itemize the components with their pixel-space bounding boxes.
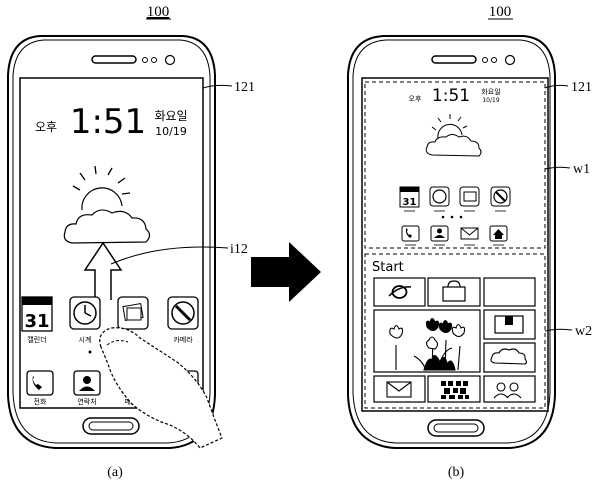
label-121-left: 121 <box>234 80 255 95</box>
contacts-icon <box>437 228 442 234</box>
app-gallery[interactable] <box>117 296 149 330</box>
mini-app-gallery[interactable] <box>459 186 480 207</box>
weekday-label: 화요일 <box>481 87 500 96</box>
screen-a <box>19 77 204 409</box>
tile-ie[interactable] <box>373 277 426 307</box>
label-i12: i12 <box>230 242 248 257</box>
tile-people[interactable] <box>483 375 536 403</box>
weather-icon <box>63 165 151 244</box>
tile-blank[interactable] <box>483 277 536 307</box>
app-label: 전화 <box>34 397 47 406</box>
contacts-icon <box>83 376 91 384</box>
label-121-right: 121 <box>571 80 592 95</box>
mini-app-clock[interactable] <box>429 186 450 207</box>
tile-store[interactable] <box>427 277 481 307</box>
ampm-label: 오후 <box>409 95 422 103</box>
front-camera-icon <box>504 54 516 66</box>
tile-mail[interactable] <box>373 375 426 403</box>
start-tiles <box>373 277 536 403</box>
app-camera[interactable]: 카메라 <box>167 296 199 344</box>
label-w1: w1 <box>573 162 590 177</box>
finger-illustration <box>99 327 223 449</box>
phone-a: 오후 1:51 화요일 10/19 31 캘린더 <box>7 35 233 449</box>
app-contacts[interactable]: 연락처 <box>73 370 101 406</box>
store-bag-icon <box>442 286 466 302</box>
start-label: Start <box>372 260 404 275</box>
app-phone[interactable]: 전화 <box>26 370 54 406</box>
clock-icon <box>432 189 447 204</box>
weekday-label: 화요일 <box>154 109 187 123</box>
mini-app-home[interactable] <box>489 225 508 242</box>
clock-time: 1:51 <box>70 102 146 142</box>
home-button[interactable] <box>427 419 485 437</box>
weather-icon <box>425 114 482 157</box>
games-icon <box>441 381 469 399</box>
app-label: 카메라 <box>173 335 193 344</box>
calendar-icon-badge: 31 <box>24 311 49 332</box>
clock-time: 1:51 <box>432 86 470 106</box>
ref-numeral-left: 100 <box>147 4 170 20</box>
gallery-icon <box>463 191 477 202</box>
phone-icon <box>405 228 412 238</box>
caption-b: (b) <box>448 465 465 480</box>
screen-b <box>361 77 549 412</box>
window-w2[interactable] <box>364 253 546 409</box>
front-camera-icon <box>164 54 176 66</box>
phone-icon <box>31 374 42 390</box>
calendar-icon-badge: 31 <box>403 197 417 208</box>
mini-app-message[interactable] <box>460 227 479 240</box>
mini-app-camera[interactable] <box>490 186 511 207</box>
swipe-up-arrow <box>83 241 123 300</box>
app-label: 연락처 <box>77 397 96 406</box>
speaker-grille <box>431 55 477 64</box>
mini-app-calendar[interactable]: 31 <box>399 186 420 208</box>
ref-numeral-right: 100 <box>489 4 512 20</box>
weather-tile-icon <box>490 348 528 365</box>
transition-arrow <box>251 242 321 302</box>
caption-a: (a) <box>107 465 123 480</box>
app-label: 시계 <box>79 335 92 344</box>
phone-b: 오후 1:51 화요일 10/19 31 <box>347 35 573 449</box>
tile-weather[interactable] <box>483 342 536 373</box>
date-label: 10/19 <box>482 97 499 104</box>
label-w2: w2 <box>575 324 592 339</box>
date-label: 10/19 <box>155 125 187 138</box>
mini-app-phone[interactable] <box>401 225 420 242</box>
tulips-photo <box>389 317 466 371</box>
message-icon <box>460 227 479 240</box>
app-label: 캘린더 <box>27 335 46 344</box>
speaker-grille <box>91 55 137 64</box>
window-w1[interactable] <box>364 81 546 249</box>
mail-icon <box>386 381 412 398</box>
home-button[interactable] <box>82 417 140 435</box>
people-icon <box>496 382 506 392</box>
mini-app-contacts[interactable] <box>430 225 449 242</box>
ampm-label: 오후 <box>35 120 57 134</box>
app-clock[interactable]: 시계 <box>69 296 101 344</box>
home-icon <box>493 229 504 239</box>
app-calendar[interactable]: 31 캘린더 <box>21 296 53 344</box>
